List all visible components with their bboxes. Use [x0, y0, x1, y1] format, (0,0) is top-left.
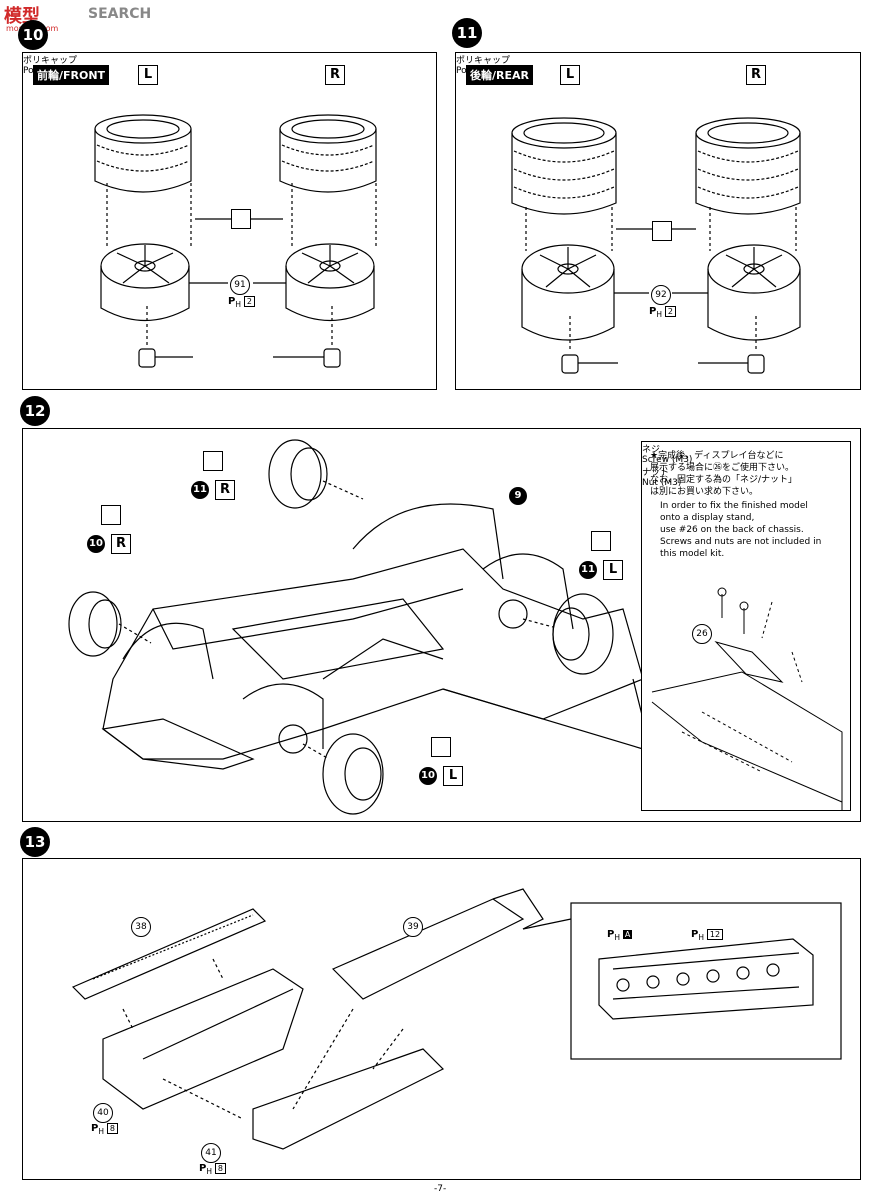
- ph-prefix: P: [91, 1123, 99, 1134]
- note-jp-line: なお、固定する為の「ネジ/ナット」: [650, 475, 798, 485]
- note-en-line: onto a display stand,: [660, 513, 755, 523]
- polycap-jp-label: ポリキャップ: [456, 56, 511, 66]
- note-en-line: Screws and nuts are not included in: [660, 537, 822, 547]
- glue-icon-l10: [431, 737, 451, 757]
- ph-value: 8: [214, 1163, 226, 1174]
- side-l-marker: L: [443, 766, 463, 786]
- step-13-panel: 38 39 40 PH 8 41 PH 8 PH A PH 12: [22, 858, 861, 1180]
- ph-sub: H: [235, 299, 241, 309]
- display-stand-drawing: [651, 587, 843, 810]
- note-jp: ★完成後、ディスプレイ台などに 展示する場合に㉖をご使用下さい。 なお、固定する…: [650, 450, 797, 498]
- left-side-marker: L: [560, 65, 580, 85]
- page-number: -7-: [434, 1184, 447, 1194]
- front-wheel-label: 前輪/FRONT: [33, 65, 110, 85]
- step-10-badge: 10: [18, 20, 48, 50]
- note-jp-line: ★完成後、ディスプレイ台などに: [650, 451, 784, 461]
- note-en-line: In order to fix the finished model: [660, 501, 808, 511]
- side-r-marker: R: [215, 480, 235, 500]
- note-jp-line: 展示する場合に㉖をご使用下さい。: [650, 463, 795, 473]
- ph-prefix: P: [607, 929, 615, 940]
- screw-en-label: Screw (M3): [642, 455, 693, 465]
- ph-sub: H: [656, 309, 662, 319]
- step-11-callout-right: 11: [191, 481, 209, 499]
- detail-plated-ref-a: PH A: [607, 929, 633, 942]
- part-41-number: 41: [201, 1143, 221, 1163]
- step-11-callout-left: 11: [579, 561, 597, 579]
- note-en: In order to fix the finished model onto …: [660, 500, 821, 560]
- note-jp-line: は別にお買い求め下さい。: [650, 487, 759, 497]
- ph-value: 2: [243, 296, 255, 307]
- step-10-callout-right: 10: [87, 535, 105, 553]
- rear-wheel-label: 後輪/REAR: [466, 65, 533, 85]
- left-side-marker: L: [138, 65, 158, 85]
- detail-plated-ref-12: PH 12: [691, 929, 724, 942]
- glue-icon-r10: [101, 505, 121, 525]
- polycap-jp-label: ポリキャップ: [23, 56, 78, 66]
- step-13-badge: 13: [20, 827, 50, 857]
- part-40-number: 40: [93, 1103, 113, 1123]
- ph-sub: H: [698, 932, 704, 942]
- ph-value: 8: [106, 1123, 118, 1134]
- note-en-line: use #26 on the back of chassis.: [660, 525, 804, 535]
- part-39-number: 39: [403, 917, 423, 937]
- plated-parts-ref: PH 2: [649, 306, 676, 319]
- part-38-number: 38: [131, 917, 151, 937]
- ph-prefix: P: [199, 1163, 207, 1174]
- note-en-line: this model kit.: [660, 549, 725, 559]
- part-26-number: 26: [692, 624, 712, 644]
- ph-prefix: P: [691, 929, 699, 940]
- side-r-marker: R: [111, 534, 131, 554]
- ph-value: 12: [706, 929, 724, 940]
- step-11-badge: 11: [452, 18, 482, 48]
- step-12-panel: 11 R 10 R 11 L 10 L 9 ★完成後、ディスプレイ台などに 展示…: [22, 428, 861, 822]
- front-wheels-illustration: [94, 114, 377, 368]
- part-40-plated-ref: PH 8: [91, 1123, 118, 1136]
- ph-sub: H: [206, 1166, 212, 1176]
- right-side-marker: R: [746, 65, 766, 85]
- part-41-plated-ref: PH 8: [199, 1163, 226, 1176]
- side-l-marker: L: [603, 560, 623, 580]
- glue-icon: [231, 209, 251, 229]
- step-12-badge: 12: [20, 396, 50, 426]
- part-9-number: 9: [509, 487, 527, 505]
- right-side-marker: R: [325, 65, 345, 85]
- nut-jp-label: ナット: [642, 468, 670, 478]
- ph-value: A: [622, 930, 633, 939]
- plated-parts-ref: PH 2: [228, 296, 255, 309]
- ph-prefix: P: [649, 306, 657, 317]
- display-stand-detail: ★完成後、ディスプレイ台などに 展示する場合に㉖をご使用下さい。 なお、固定する…: [641, 441, 851, 811]
- part-92-number: 92: [651, 285, 671, 305]
- ph-sub: H: [614, 932, 620, 942]
- part-91-number: 91: [230, 275, 250, 295]
- underbody-illustration: [71, 888, 842, 1150]
- nut-en-label: Nut (M3): [642, 478, 682, 488]
- ph-value: 2: [664, 306, 676, 317]
- glue-icon: [652, 221, 672, 241]
- rear-wheels-illustration: [511, 117, 801, 374]
- glue-icon-l11: [591, 531, 611, 551]
- ph-sub: H: [98, 1126, 104, 1136]
- step-11-panel: 後輪/REAR L R: [455, 52, 861, 390]
- step-10-panel: 前輪/FRONT L R: [22, 52, 437, 390]
- screw-jp-label: ネジ: [642, 445, 661, 455]
- ph-prefix: P: [228, 296, 236, 307]
- glue-icon-r11: [203, 451, 223, 471]
- logo-search-text: SEARCH: [88, 6, 152, 22]
- step-10-callout-left: 10: [419, 767, 437, 785]
